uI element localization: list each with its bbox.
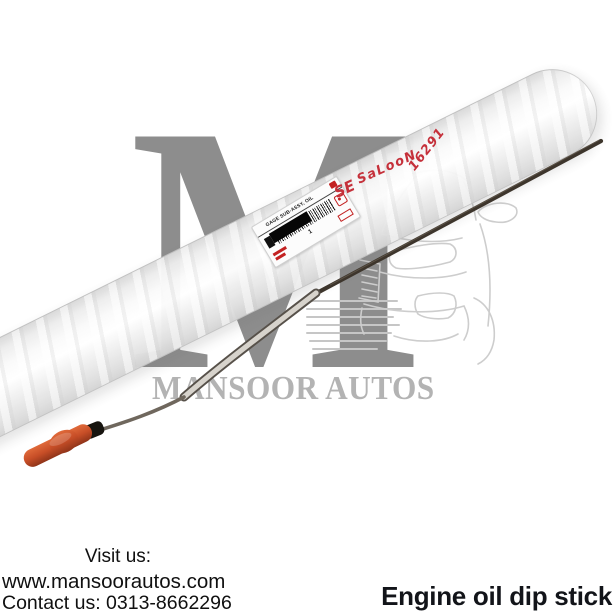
dipstick-rod-highlight	[329, 139, 600, 286]
visit-us-label: Visit us:	[84, 546, 152, 567]
dipstick-rod	[312, 138, 604, 297]
footer-contact-block: Visit us: www.mansoorautos.com Contact u…	[2, 546, 234, 614]
dipstick-handle	[23, 424, 93, 467]
contact-number-text: Contact us: 0313-8662296	[2, 591, 232, 614]
product-caption: Engine oil dip stick	[381, 581, 612, 611]
dipstick-blade	[181, 290, 319, 400]
website-text: www.mansoorautos.com	[2, 569, 226, 593]
dipstick-lower-rod	[98, 395, 186, 432]
speed-lines-icon	[306, 300, 406, 356]
